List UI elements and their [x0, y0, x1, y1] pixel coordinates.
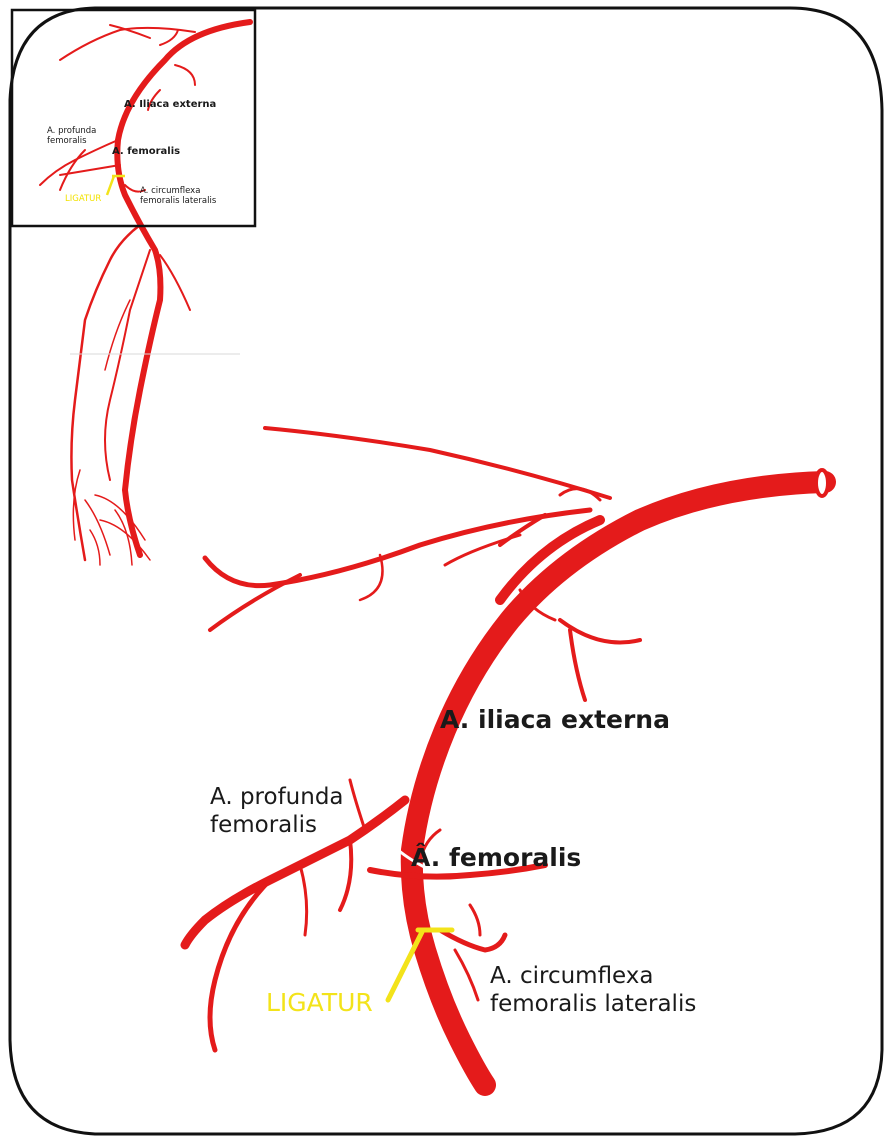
label-profunda-femoralis: A. profunda femoralis [210, 783, 344, 839]
label-circumflexa: A. circumflexa femoralis lateralis [490, 962, 696, 1018]
thumb-label-profunda-line1: A. profunda [47, 126, 96, 136]
label-iliaca-externa: A. iliaca externa [440, 705, 670, 736]
thumb-label-femoralis: A. femoralis [112, 146, 180, 158]
thumb-label-profunda-line2: femoralis [47, 136, 96, 146]
thumb-label-profunda-femoralis: A. profunda femoralis [47, 126, 96, 147]
label-femoralis: Â. femoralis [411, 843, 581, 874]
label-circumflexa-line1: A. circumflexa [490, 962, 696, 990]
label-circumflexa-line2: femoralis lateralis [490, 990, 696, 1018]
thumb-label-iliaca-externa: A. Iliaca externa [124, 99, 216, 111]
thumbnail-inset-box [12, 10, 255, 226]
thumb-label-circumflexa-line1: A. circumflexa [140, 186, 216, 196]
label-ligatur: LIGATUR [266, 988, 373, 1019]
branch-circumflexa [440, 930, 505, 950]
label-profunda-line1: A. profunda [210, 783, 344, 811]
thumb-label-ligatur: LIGATUR [65, 194, 101, 204]
outer-rounded-border [10, 8, 882, 1134]
thumb-label-circumflexa-line2: femoralis lateralis [140, 196, 216, 206]
label-profunda-line2: femoralis [210, 811, 344, 839]
vessel-cut-end [816, 470, 828, 496]
thumb-label-circumflexa: A. circumflexa femoralis lateralis [140, 186, 216, 207]
branch-upper-left [265, 428, 610, 498]
